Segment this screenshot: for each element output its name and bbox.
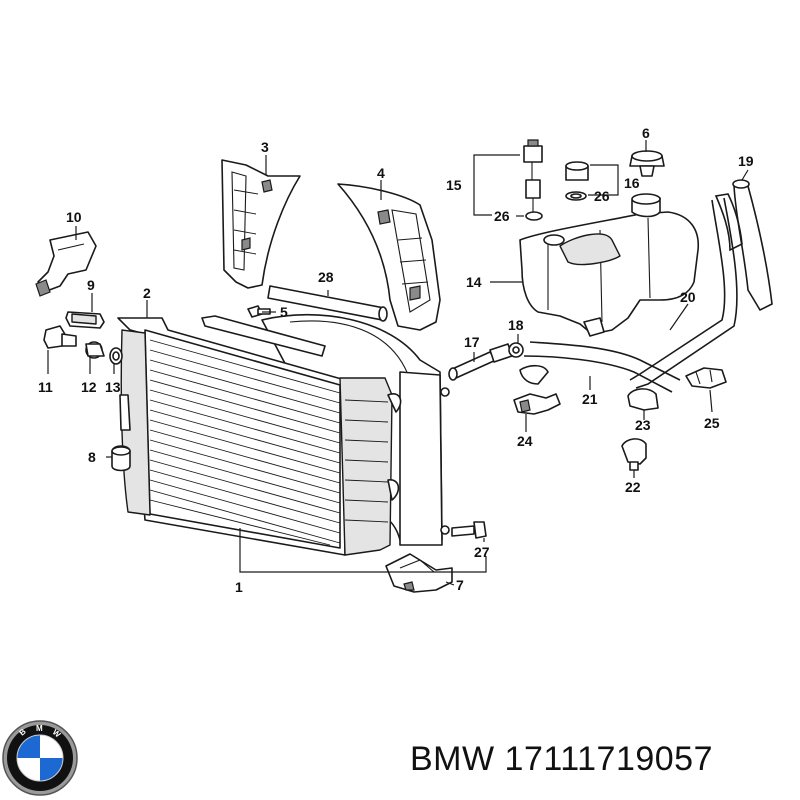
callout-15: 15	[446, 177, 462, 193]
svg-text:B: B	[18, 727, 28, 738]
callout-26-b: 26	[594, 188, 610, 204]
callout-11: 11	[38, 379, 53, 395]
hose-20	[629, 197, 738, 389]
mounting-bracket-7	[385, 553, 453, 593]
radiator-core-fins	[149, 339, 341, 546]
bolt-27	[451, 521, 487, 539]
clip-25	[685, 367, 727, 389]
callout-20: 20	[680, 289, 696, 305]
callout-13: 13	[105, 379, 121, 395]
callout-1: 1	[235, 579, 243, 595]
callout-19: 19	[738, 153, 754, 169]
leader-lines	[47, 140, 749, 586]
callout-10: 10	[66, 209, 82, 225]
callout-labels: 1 2 3 4 5 6 7 8 9 10 11 12 13 14 15 16 1…	[38, 125, 754, 595]
callout-18: 18	[508, 317, 524, 333]
clip-23	[627, 388, 659, 411]
svg-text:W: W	[51, 728, 63, 740]
bmw-logo: B M W	[2, 720, 78, 796]
clip-24	[513, 393, 561, 415]
callout-26-a: 26	[494, 208, 510, 224]
callout-9: 9	[87, 277, 95, 293]
fan-cowl-right	[337, 183, 441, 331]
temperature-switch-11	[43, 325, 77, 349]
callout-8: 8	[88, 449, 96, 465]
fan-cowl-left	[221, 159, 301, 289]
rubber-pad-8	[111, 445, 131, 472]
foam-strip	[267, 285, 388, 322]
hose-19	[714, 179, 773, 312]
callout-28: 28	[318, 269, 334, 285]
callout-21: 21	[582, 391, 598, 407]
callout-27: 27	[474, 544, 490, 560]
plug-16	[565, 161, 589, 201]
clamp-18	[508, 342, 524, 358]
callout-23: 23	[635, 417, 651, 433]
callout-14: 14	[466, 274, 482, 290]
callout-4: 4	[377, 165, 385, 181]
svg-text:M: M	[36, 724, 43, 733]
plug-12	[85, 341, 105, 359]
callout-6: 6	[642, 125, 650, 141]
rubber-mount-9	[65, 311, 105, 329]
callout-7: 7	[456, 577, 464, 593]
callout-3: 3	[261, 139, 269, 155]
radiator-tank-ribs	[344, 399, 389, 523]
seal-ring-13	[109, 347, 123, 365]
part-number-caption: BMW 17111719057	[410, 740, 713, 778]
hose-21	[519, 341, 681, 393]
callout-2: 2	[143, 285, 151, 301]
callout-22: 22	[625, 479, 641, 495]
radiator	[117, 315, 402, 556]
clip-22	[621, 438, 647, 471]
filler-cap-6	[629, 150, 665, 177]
callout-24: 24	[517, 433, 533, 449]
callout-12: 12	[81, 379, 97, 395]
level-sensor-15	[523, 139, 543, 221]
callout-25: 25	[704, 415, 720, 431]
callout-17: 17	[464, 334, 480, 350]
hose-17	[448, 343, 513, 381]
callout-5: 5	[280, 304, 288, 320]
expansion-tank	[519, 193, 699, 337]
bracket-10	[35, 231, 97, 297]
callout-16: 16	[624, 175, 640, 191]
